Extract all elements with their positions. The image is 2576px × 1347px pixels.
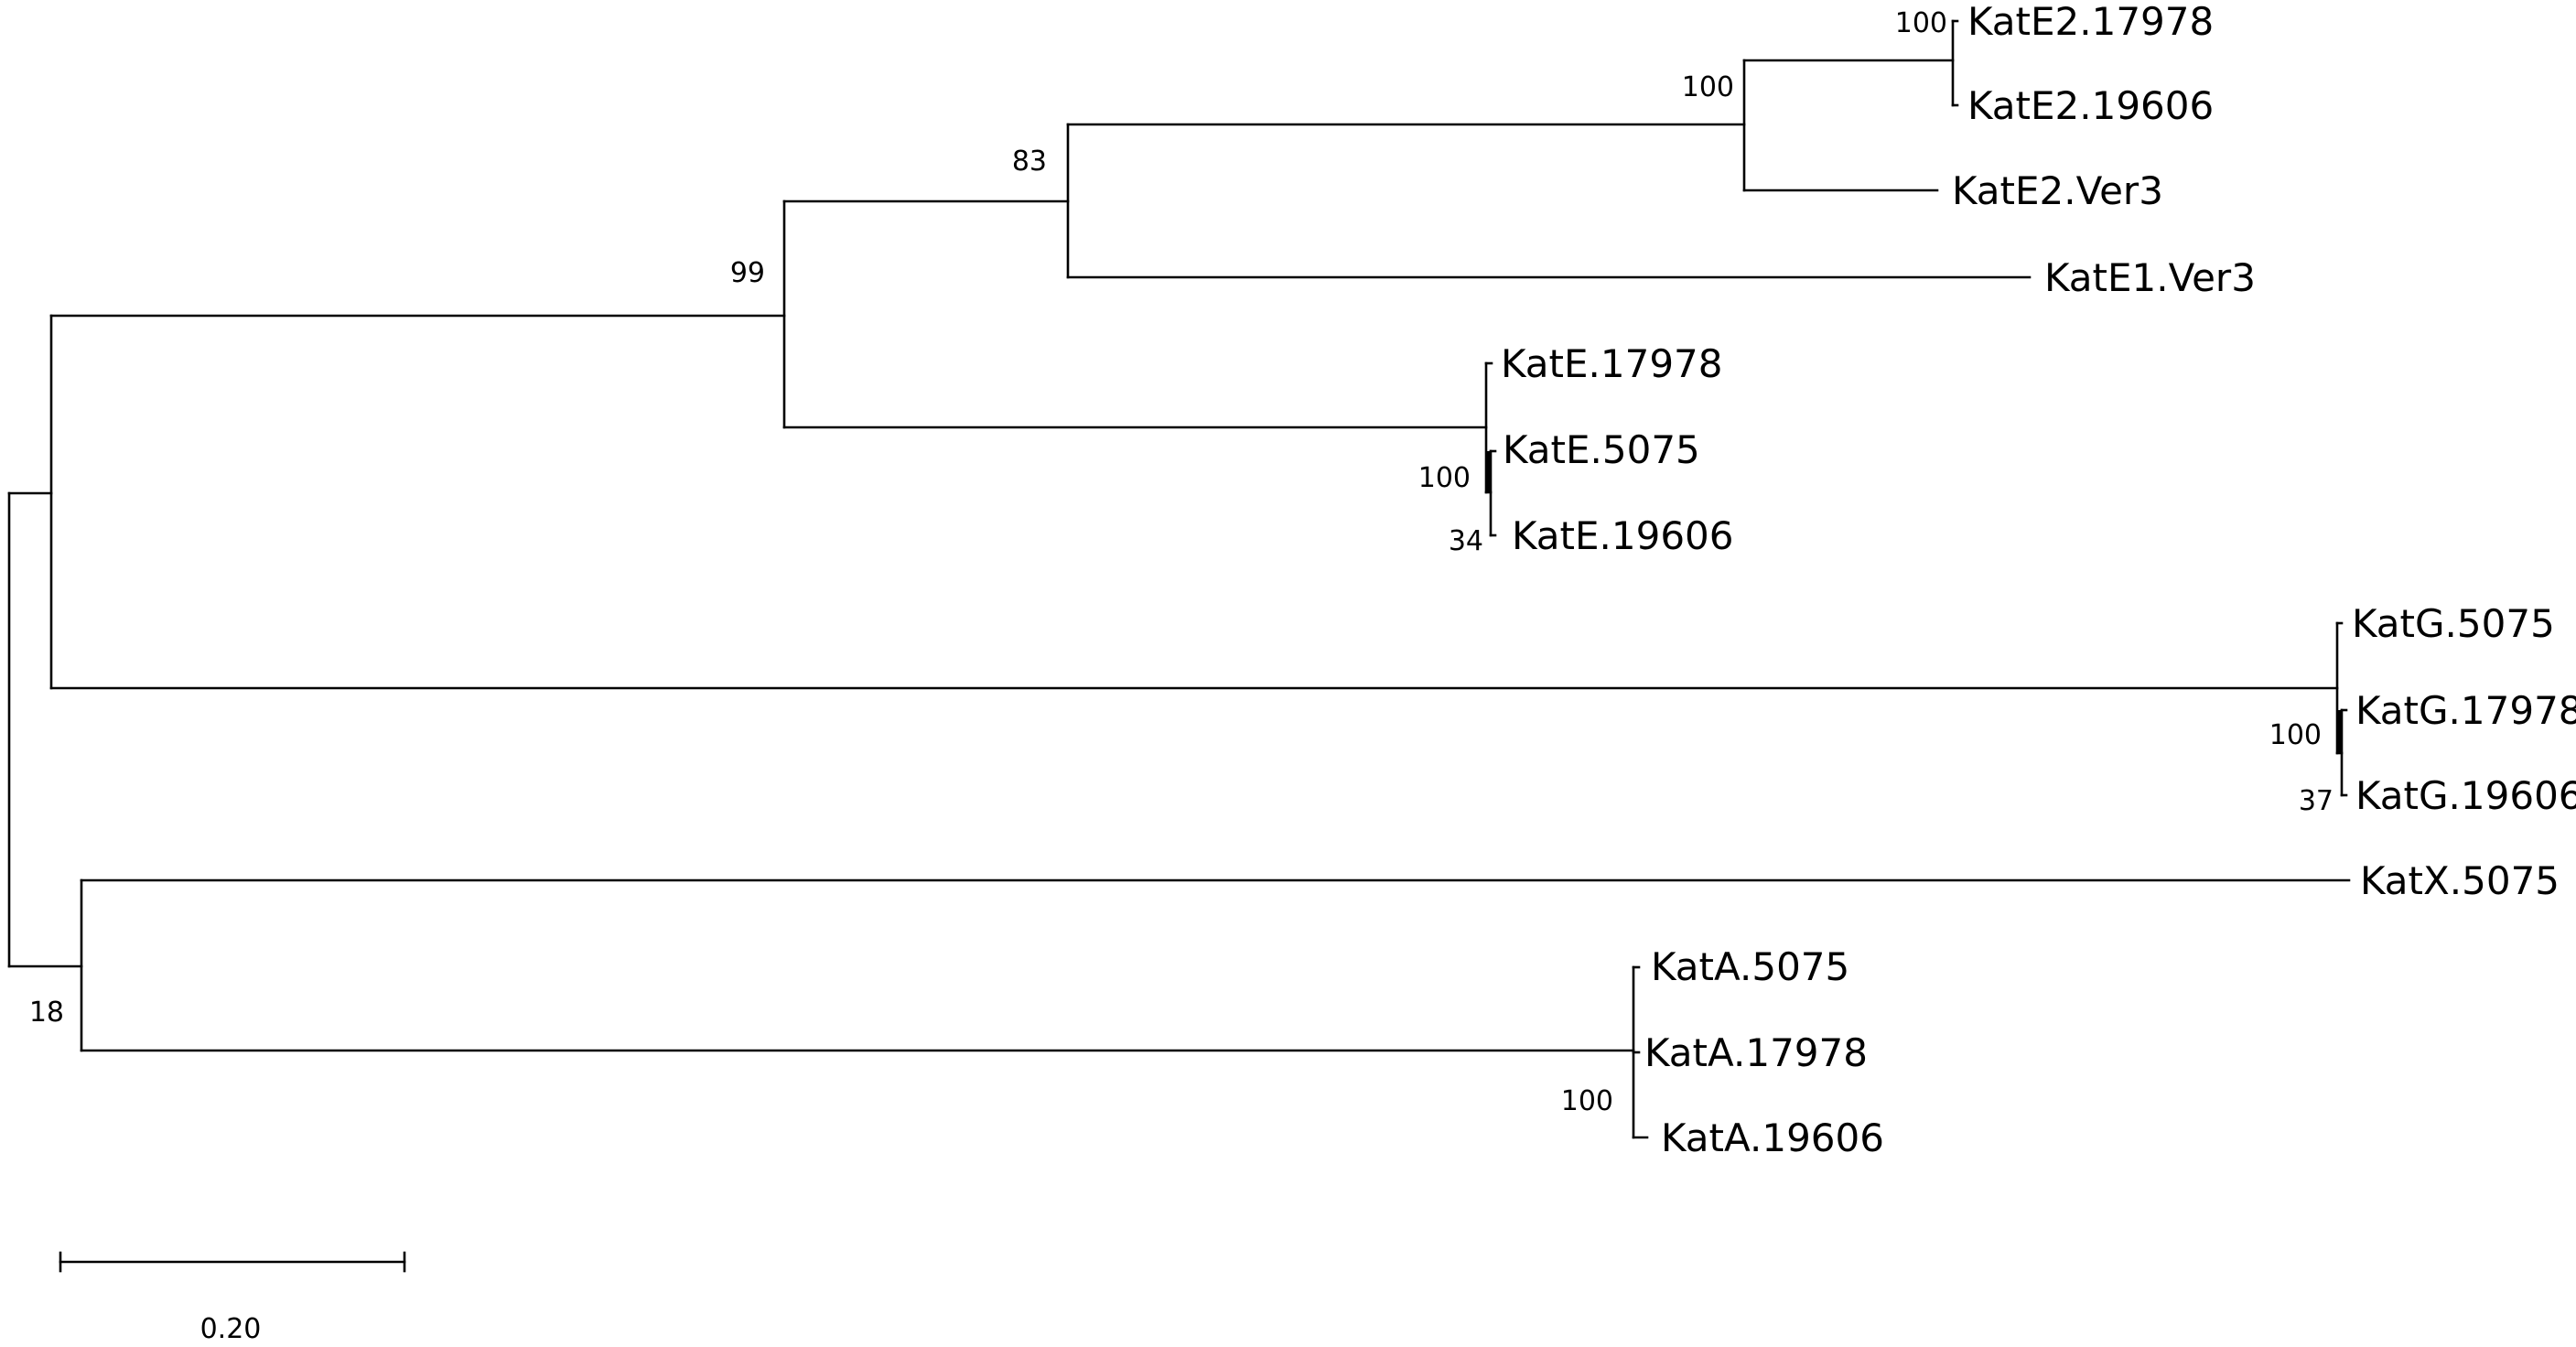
upper-clade-branches xyxy=(49,314,2339,690)
root-branches xyxy=(7,491,83,968)
kate-clade-branches xyxy=(1484,361,1497,537)
support-value: 18 xyxy=(29,997,64,1029)
tip-label: KatE2.19606 xyxy=(1967,83,2214,128)
scale-bar: 0.20 xyxy=(59,1251,406,1345)
tip-label: KatE2.17978 xyxy=(1967,0,2214,44)
support-value: 100 xyxy=(1895,7,1947,39)
tip-label: KatG.5075 xyxy=(2352,601,2555,646)
tip-label: KatG.17978 xyxy=(2355,688,2576,733)
tip-label: KatE.5075 xyxy=(1503,427,1700,472)
support-value: 100 xyxy=(1561,1085,1613,1117)
support-value: 100 xyxy=(1418,462,1471,494)
tip-label: KatE.19606 xyxy=(1512,513,1734,558)
tip-labels: KatE2.17978 KatE2.19606 KatE2.Ver3 KatE1… xyxy=(1501,0,2576,1160)
support-value: 37 xyxy=(2299,785,2333,817)
scale-bar-label: 0.20 xyxy=(200,1313,262,1345)
tip-label: KatA.5075 xyxy=(1651,944,1849,989)
tip-label: KatG.19606 xyxy=(2355,773,2576,818)
katx-kata-branches xyxy=(80,878,2351,1139)
support-value: 100 xyxy=(1682,71,1734,103)
support-value: 83 xyxy=(1012,145,1047,178)
tip-label: KatA.19606 xyxy=(1661,1115,1884,1160)
tip-label: KatE2.Ver3 xyxy=(1952,168,2163,213)
support-value: 99 xyxy=(730,257,765,289)
support-value: 100 xyxy=(2269,719,2322,751)
support-values: 100 100 83 99 100 34 100 37 18 100 xyxy=(29,7,2333,1117)
tip-label: KatA.17978 xyxy=(1644,1030,1868,1075)
support-value: 34 xyxy=(1449,525,1483,557)
tip-label: KatE1.Ver3 xyxy=(2044,255,2256,300)
tip-label: KatE.17978 xyxy=(1501,341,1723,386)
kate-group-branches xyxy=(782,199,1488,429)
katg-clade-branches xyxy=(2335,621,2348,797)
tip-label: KatX.5075 xyxy=(2360,858,2560,903)
kate2-kate1-branches xyxy=(1066,19,2032,279)
